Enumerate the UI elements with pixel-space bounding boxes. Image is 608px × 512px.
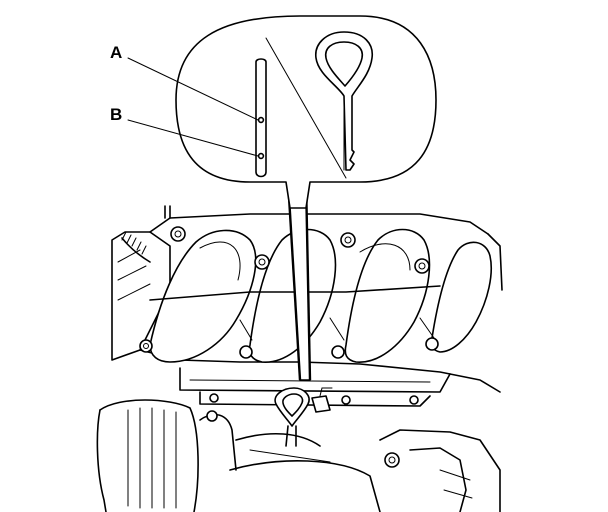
lower-mark [257, 152, 265, 160]
callout-b-label: B [110, 105, 123, 124]
intake-manifold [149, 228, 493, 363]
manifold-bolts [139, 226, 439, 359]
leader-a [127, 57, 259, 121]
upper-mark [257, 116, 265, 124]
leader-b [127, 119, 259, 157]
engine-block [96, 205, 503, 512]
dipstick-handle [274, 387, 333, 447]
callout-a-label: A [110, 43, 123, 62]
leader-lines [127, 57, 259, 157]
dipstick-tube [286, 179, 312, 381]
magnified-view [175, 15, 437, 209]
